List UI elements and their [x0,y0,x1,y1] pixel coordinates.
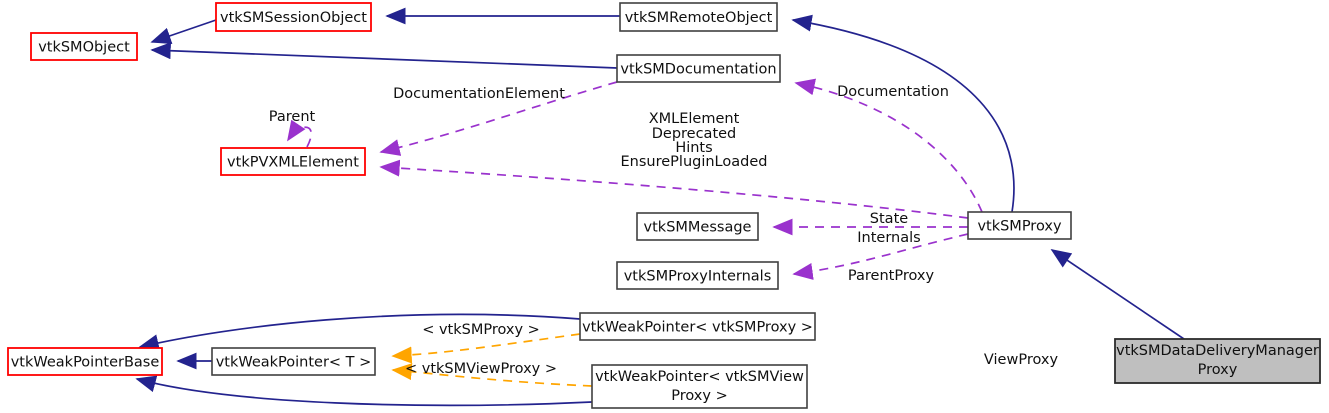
node-box-vtksmremoteobject[interactable] [619,2,778,32]
node-vtkWeakPointerSMProxy[interactable]: vtkWeakPointer< vtkSMProxy > [579,312,816,341]
node-vtkSMObject[interactable]: vtkSMObject [30,32,138,61]
node-box-vtkweakpointert[interactable] [211,347,376,376]
edge-sessionobject-to-smobject [150,19,217,44]
edge-ddmproxy-to-smproxy [1050,249,1185,340]
node-box-vtksmproxyinternals[interactable] [616,261,779,290]
node-vtkWeakPointerT[interactable]: vtkWeakPointer< T > [211,347,376,376]
node-label-vtksmproxyinternals: vtkSMProxyInternals [624,269,772,285]
node-vtkSMProxy[interactable]: vtkSMProxy [967,211,1072,240]
edge-usage-documentation [794,78,983,213]
edge-label-state: State [870,211,908,227]
usage-edges: vtkSMDocumentation --> vtkPVXMLElement -… [287,78,983,280]
node-label-vtkpvxmlelement: vtkPVXMLElement [227,155,359,171]
node-vtkWeakPointerSMViewProxy[interactable]: vtkWeakPointer< vtkSMView Proxy > [591,364,808,409]
edge-label-internals: Internals [857,230,920,246]
edge-label-deprecated: Deprecated [652,126,737,142]
node-vtkSMRemoteObject[interactable]: vtkSMRemoteObject [619,2,778,32]
node-label-vtksmsessionobject: vtkSMSessionObject [220,10,367,26]
edge-label-parentproxy: ParentProxy [848,268,935,284]
node-box-vtksmdocumentation[interactable] [616,54,781,83]
node-label-vtksmobject: vtkSMObject [38,40,130,56]
node-box-vtksmsessionobject[interactable] [215,2,372,32]
node-label-vtksmdatadeliverymanagerproxy-line2: Proxy [1198,362,1238,378]
nodes: vtkSMObject vtkSMSessionObject vtkSMRemo… [7,2,1321,409]
edge-smproxy-to-remoteobject [791,14,1015,213]
edge-template-smproxy [391,333,581,364]
node-label-vtkweakpointersmproxy: vtkWeakPointer< vtkSMProxy > [582,320,813,336]
node-label-vtkweakpointersmviewproxy-line1: vtkWeakPointer< vtkSMView [595,369,804,385]
edge-label-ensurepluginloaded: EnsurePluginLoaded [621,154,768,170]
edge-labels: DocumentationElement Parent XMLElement D… [269,84,1059,377]
node-vtkSMMessage[interactable]: vtkSMMessage [636,212,759,241]
edge-label-xmlelement: XMLElement [649,111,740,127]
node-box-vtksmproxy[interactable] [967,211,1072,240]
node-label-vtkweakpointersmviewproxy-line2: Proxy > [671,388,727,404]
edge-usage-documentationelement [379,81,618,156]
node-label-vtksmmessage: vtkSMMessage [644,220,752,236]
node-box-vtkpvxmlelement[interactable] [220,147,366,176]
node-vtkSMDataDeliveryManagerProxy[interactable]: vtkSMDataDeliveryManager Proxy [1114,338,1321,384]
node-box-vtksmobject[interactable] [30,32,138,61]
edge-label-viewproxy: ViewProxy [984,352,1059,368]
node-vtkSMProxyInternals[interactable]: vtkSMProxyInternals [616,261,779,290]
node-vtkSMDocumentation[interactable]: vtkSMDocumentation [616,54,781,83]
node-vtkPVXMLElement[interactable]: vtkPVXMLElement [220,147,366,176]
edge-usage-xmlelement-group [379,159,969,219]
edge-label-template-smviewproxy: < vtkSMViewProxy > [405,361,557,377]
node-box-vtkweakpointerbase[interactable] [7,347,163,376]
node-box-vtksmdatadeliverymanagerproxy[interactable] [1114,338,1321,384]
edge-weakpointersmproxy-to-weakpointerbase [138,313,581,352]
template-edges [391,333,593,387]
edge-label-hints: Hints [675,140,712,156]
inheritance-edges [135,7,1185,407]
node-label-vtksmdatadeliverymanagerproxy-line1: vtkSMDataDeliveryManager [1116,343,1319,359]
edge-template-smviewproxy [391,363,593,387]
node-label-vtkweakpointerbase: vtkWeakPointerBase [11,355,160,371]
edge-label-documentation-element: DocumentationElement [393,86,565,102]
node-label-vtksmremoteobject: vtkSMRemoteObject [625,10,773,26]
edge-usage-internals [792,233,969,280]
edge-label-documentation: Documentation [837,84,949,100]
edge-documentation-to-smobject [150,42,618,69]
node-label-vtkweakpointert: vtkWeakPointer< T > [216,355,372,371]
node-vtkWeakPointerBase[interactable]: vtkWeakPointerBase [7,347,163,376]
node-box-vtkweakpointersmproxy[interactable] [579,312,816,341]
edge-usage-parent-selfloop [287,119,313,148]
node-label-vtksmproxy: vtkSMProxy [977,219,1062,235]
node-box-vtksmmessage[interactable] [636,212,759,241]
node-vtkSMSessionObject[interactable]: vtkSMSessionObject [215,2,372,32]
node-box-vtkweakpointersmviewproxy[interactable] [591,364,808,409]
edge-label-parent: Parent [269,109,316,125]
edge-label-template-smproxy: < vtkSMProxy > [422,322,540,338]
node-label-vtksmdocumentation: vtkSMDocumentation [620,62,776,78]
edge-weakpointersmviewproxy-to-weakpointerbase [135,375,593,407]
